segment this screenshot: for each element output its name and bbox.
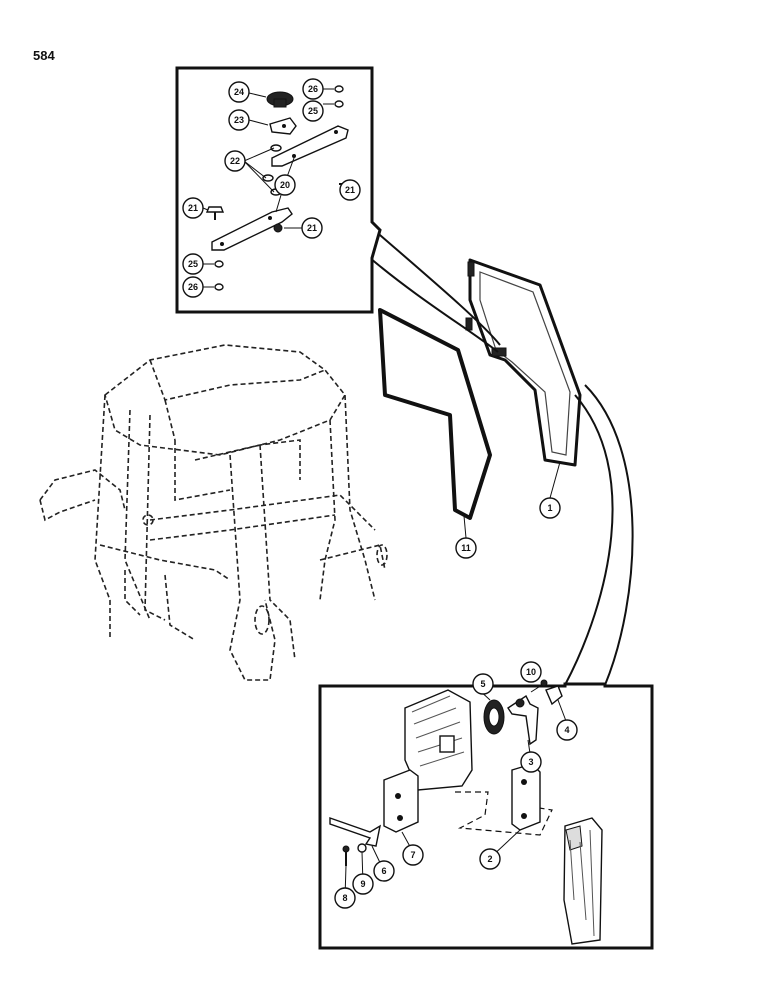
- callout-11: 11: [455, 537, 477, 559]
- door-frame: [465, 258, 582, 467]
- callout-21-left: 21: [182, 197, 204, 219]
- callout-8: 8: [334, 887, 356, 909]
- svg-text:9: 9: [360, 879, 365, 889]
- svg-text:7: 7: [410, 850, 415, 860]
- svg-text:2: 2: [487, 854, 492, 864]
- callout-3: 3: [520, 751, 542, 773]
- callout-26-bottom: 26: [182, 276, 204, 298]
- svg-text:23: 23: [234, 115, 244, 125]
- svg-text:20: 20: [280, 180, 290, 190]
- svg-text:11: 11: [461, 543, 471, 553]
- callout-7: 7: [402, 844, 424, 866]
- lower-detail-box: 5 10 4 3 2 7 6 9 8: [318, 661, 654, 950]
- svg-text:21: 21: [345, 185, 355, 195]
- callout-24: 24: [228, 81, 250, 103]
- callout-22: 22: [224, 150, 246, 172]
- callout-10: 10: [520, 661, 542, 683]
- callout-25-top: 25: [302, 100, 324, 122]
- svg-text:5: 5: [480, 679, 485, 689]
- callout-5: 5: [472, 673, 494, 695]
- svg-text:22: 22: [230, 156, 240, 166]
- page-number: 584: [33, 48, 55, 63]
- svg-text:21: 21: [188, 203, 198, 213]
- cab-frame: [39, 344, 388, 681]
- callout-20: 20: [274, 174, 296, 196]
- callout-9: 9: [352, 873, 374, 895]
- callout-21-mid: 21: [301, 217, 323, 239]
- callout-23: 23: [228, 109, 250, 131]
- callout-6: 6: [373, 860, 395, 882]
- svg-text:6: 6: [381, 866, 386, 876]
- callout-2: 2: [479, 848, 501, 870]
- svg-text:4: 4: [564, 725, 569, 735]
- callout-4: 4: [556, 719, 578, 741]
- callout-1: 1: [539, 497, 561, 519]
- svg-text:10: 10: [526, 667, 536, 677]
- callout-21-right: 21: [339, 179, 361, 201]
- svg-text:8: 8: [342, 893, 347, 903]
- callout-26-top: 26: [302, 78, 324, 100]
- svg-text:21: 21: [307, 223, 317, 233]
- svg-text:25: 25: [308, 106, 318, 116]
- callout-25-bottom: 25: [182, 253, 204, 275]
- door-glass: [378, 308, 492, 520]
- svg-text:1: 1: [547, 503, 552, 513]
- svg-text:24: 24: [234, 87, 244, 97]
- svg-text:25: 25: [188, 259, 198, 269]
- svg-text:26: 26: [188, 282, 198, 292]
- svg-text:26: 26: [308, 84, 318, 94]
- svg-text:3: 3: [528, 757, 533, 767]
- upper-detail-box: 24 26 25 23 22 20 21 21 21 25 26: [175, 66, 382, 314]
